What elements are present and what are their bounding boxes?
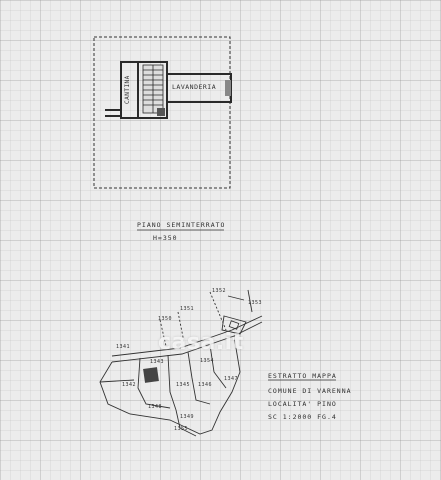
parcel-number: 1353 xyxy=(248,300,263,306)
map-scale: SC 1:2000 FG.4 xyxy=(268,413,337,421)
parcel-number: 1351 xyxy=(180,306,195,312)
small-building xyxy=(228,320,240,330)
watermark-text: casa.it xyxy=(158,330,244,355)
pillar xyxy=(157,108,165,116)
plan-title: PIANO SEMINTERRATO xyxy=(137,221,226,229)
map-localita: LOCALITA' PINO xyxy=(268,400,337,408)
plan-height: H=350 xyxy=(153,234,178,242)
road-upper-edge xyxy=(111,315,263,357)
parcel-number: 1349 xyxy=(180,414,195,420)
parcel-number: 1345 xyxy=(176,382,191,388)
parcel-number: 1350 xyxy=(158,316,173,322)
parcel-number: 1343 xyxy=(150,359,165,365)
watermark-logo: casa.it xyxy=(158,330,244,355)
site-outline xyxy=(93,36,231,189)
road-lower-edge xyxy=(111,321,263,363)
highlighted-building xyxy=(143,367,159,383)
parcel-number: 1346 xyxy=(198,382,213,388)
parcel-line-3 xyxy=(187,351,211,405)
parcel-number: 1348 xyxy=(148,404,163,410)
map-title: ESTRATTO MAPPA xyxy=(268,372,337,380)
small-parcel xyxy=(221,315,247,335)
parcel-number: 1352 xyxy=(212,288,227,294)
room-label-lavanderia: LAVANDERIA xyxy=(172,83,217,91)
parcel-number: 1341 xyxy=(116,344,131,350)
parcel-line-4 xyxy=(209,344,227,389)
parcel-outline xyxy=(99,335,241,435)
parcel-number: 1342 xyxy=(122,382,137,388)
parcel-number: 1355 xyxy=(174,426,189,432)
parcel-line-1 xyxy=(137,357,171,409)
parcel-number: 1347 xyxy=(224,376,239,382)
map-comune: COMUNE DI VARENNA xyxy=(268,387,352,395)
parcel-line-6 xyxy=(99,379,135,383)
laundry-window xyxy=(225,80,231,96)
parcel-number: 1354 xyxy=(200,358,215,364)
staircase xyxy=(142,64,164,114)
parcel-line-2 xyxy=(167,354,177,411)
parcel-line-5 xyxy=(175,409,197,437)
